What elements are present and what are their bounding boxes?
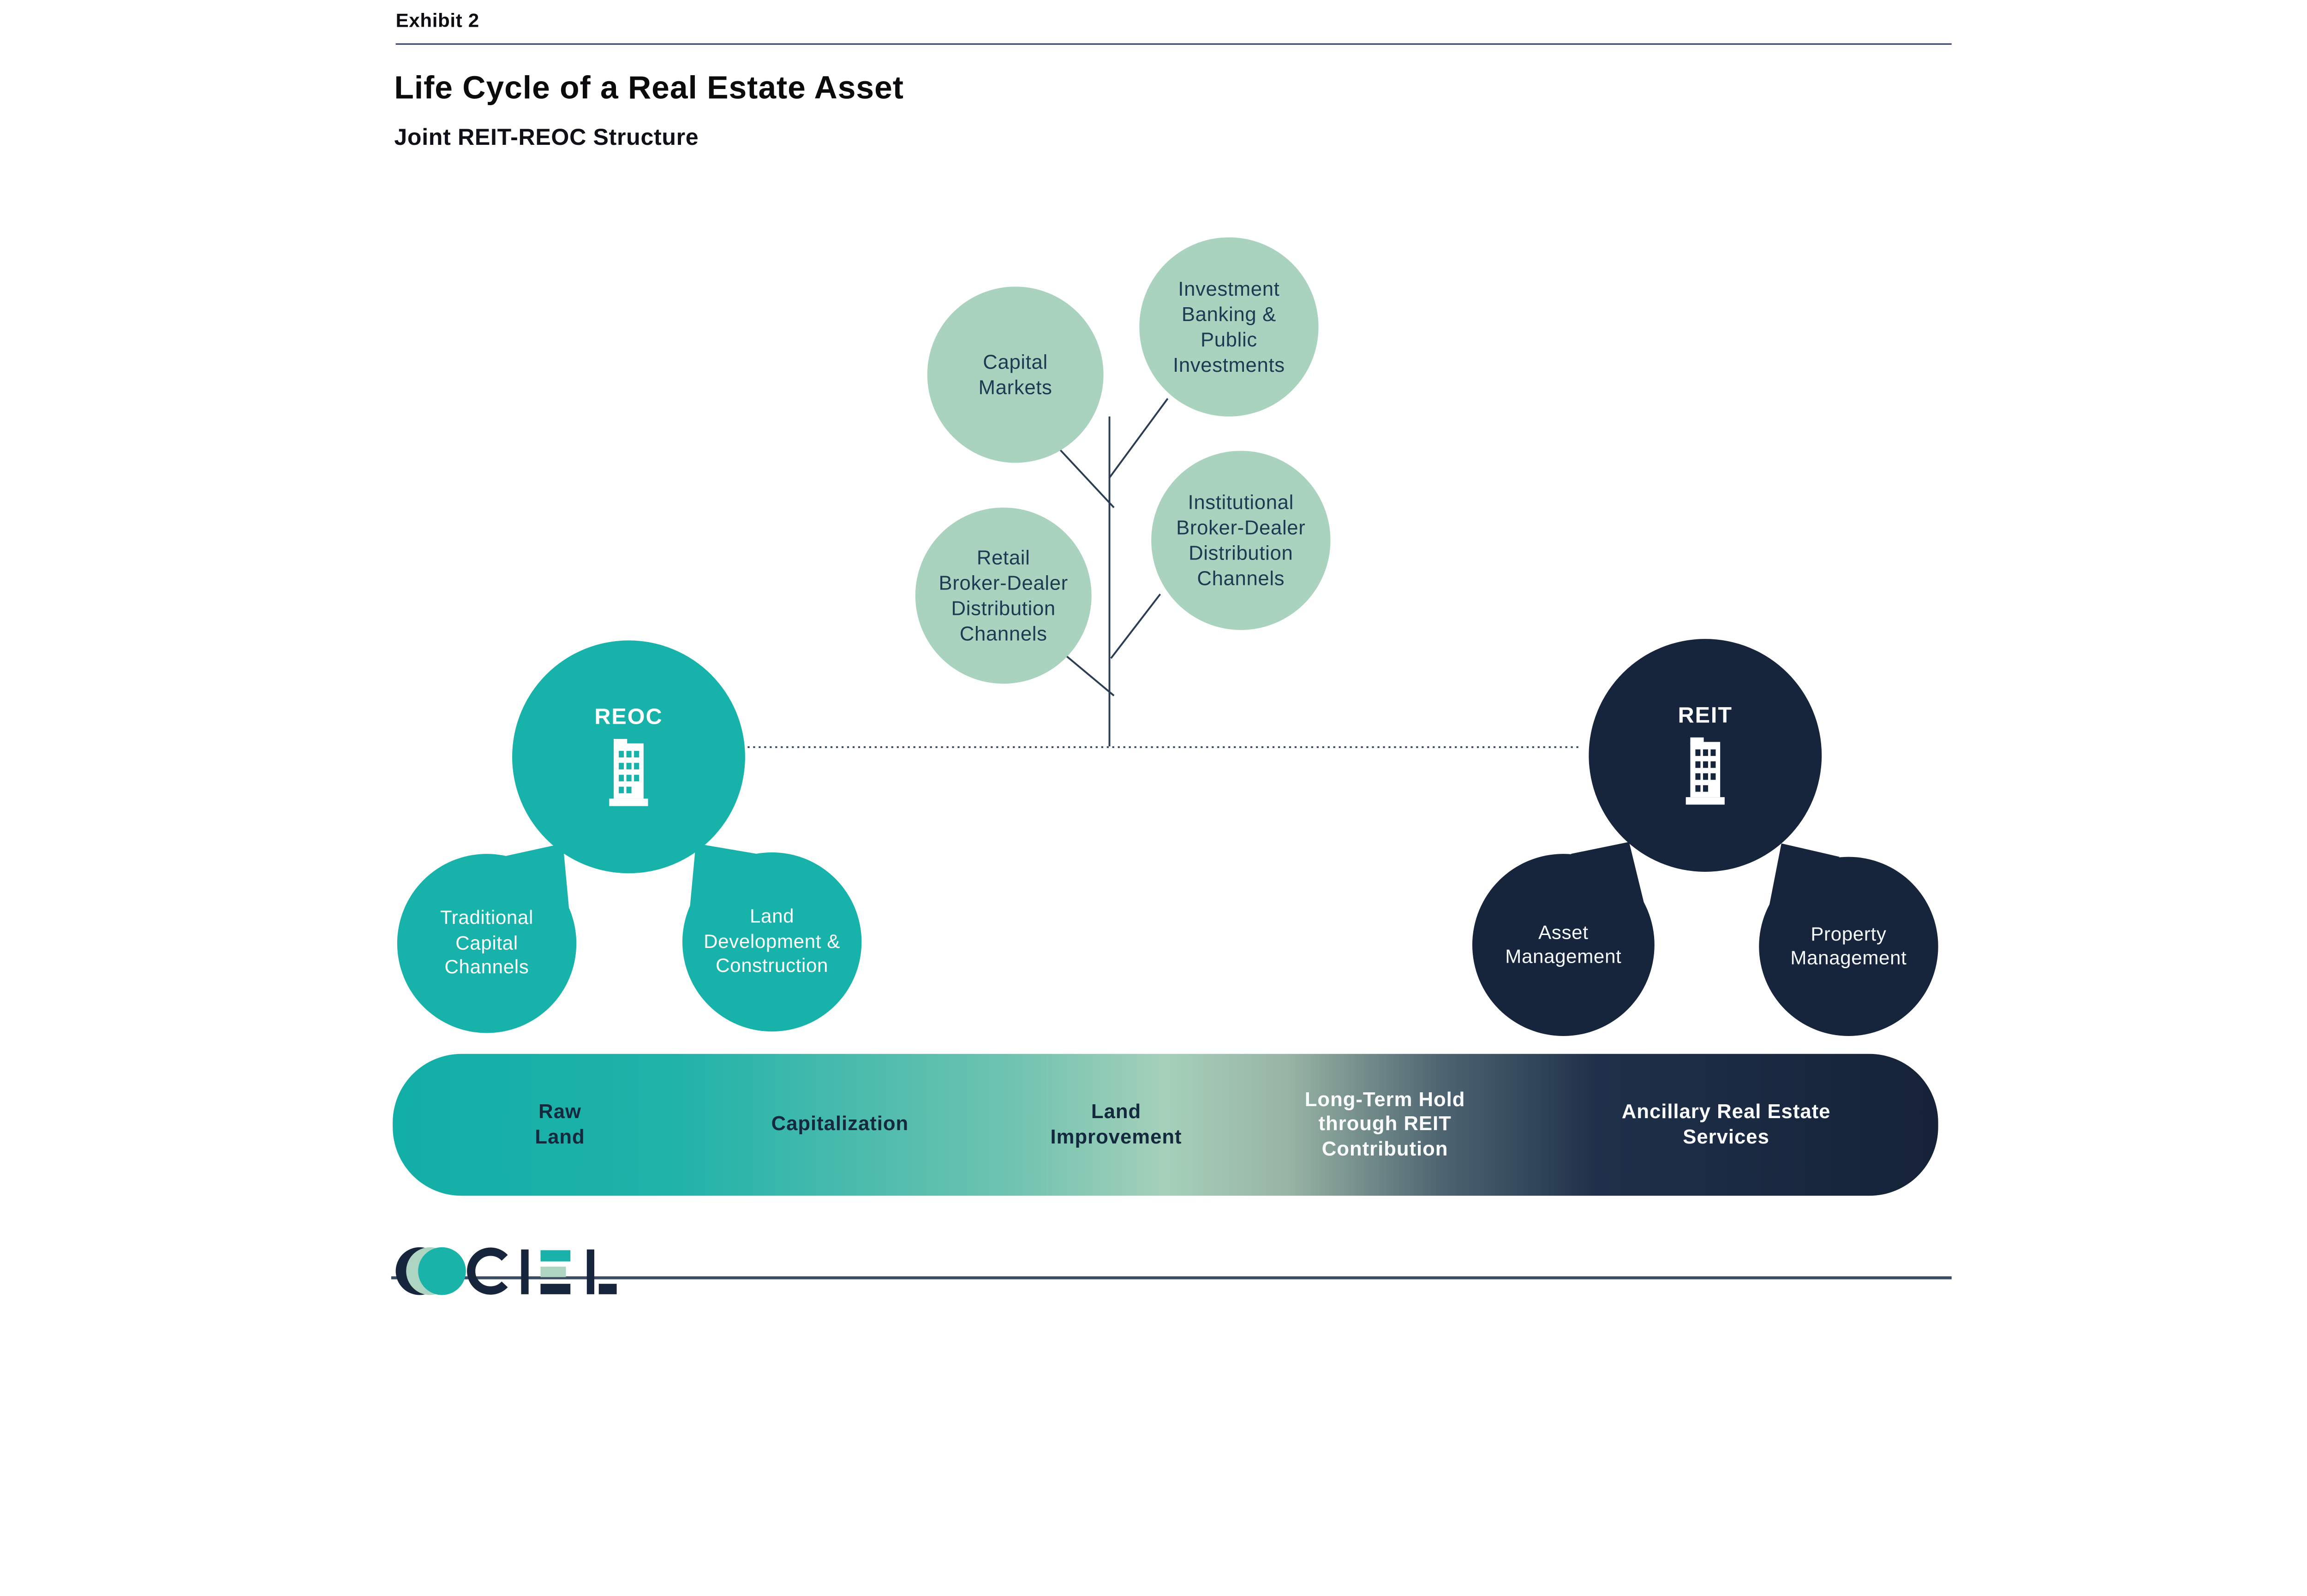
stage-long-term-hold: Long-Term Hold through REIT Contribution xyxy=(1247,1054,1523,1196)
node-line: Markets xyxy=(978,376,1052,399)
stage-line: Services xyxy=(1683,1125,1769,1148)
logo-letter-e-top xyxy=(540,1250,571,1262)
node-line: Public xyxy=(1200,328,1257,351)
node-line: Channels xyxy=(1197,567,1285,590)
node-line: Investment xyxy=(1178,277,1280,300)
node-line: Construction xyxy=(716,954,829,977)
stage-raw-land: Raw Land xyxy=(448,1054,672,1196)
logo-disc-teal xyxy=(418,1247,466,1295)
logo-letter-i xyxy=(521,1249,529,1294)
stage-line: Improvement xyxy=(1050,1125,1182,1148)
page-title: Life Cycle of a Real Estate Asset xyxy=(394,70,904,106)
stage-line: Land xyxy=(1091,1100,1142,1123)
bottom-rule xyxy=(391,1276,1952,1279)
node-line: Management xyxy=(1505,945,1622,968)
node-line: Retail xyxy=(976,546,1030,569)
node-line: Land xyxy=(750,905,795,928)
stage-line: Raw xyxy=(538,1100,581,1123)
ciel-logo xyxy=(395,1247,617,1295)
logo-letter-e-bottom xyxy=(540,1284,571,1294)
node-line: Distribution xyxy=(1189,542,1293,565)
node-line: Banking & xyxy=(1181,303,1276,326)
logo-letter-l-stem xyxy=(586,1249,595,1294)
stage-line: Capitalization xyxy=(771,1112,909,1135)
stage-line: Contribution xyxy=(1321,1137,1448,1160)
node-line: Traditional xyxy=(440,906,533,929)
node-capital-markets: Capital Markets xyxy=(927,286,1104,463)
node-traditional-capital: Traditional Capital Channels xyxy=(397,854,577,1033)
exhibit-label: Exhibit 2 xyxy=(395,9,479,31)
node-line: Channels xyxy=(444,956,529,978)
node-reit: REIT xyxy=(1589,639,1822,872)
stage-land-improvement: Land Improvement xyxy=(993,1054,1239,1196)
node-line: Property xyxy=(1811,922,1887,944)
top-rule xyxy=(395,42,1952,45)
node-investment-banking: Investment Banking & Public Investments xyxy=(1139,237,1319,417)
node-line: Broker-Dealer xyxy=(938,572,1068,595)
stage-line: through REIT xyxy=(1318,1112,1452,1135)
node-asset-management: Asset Management xyxy=(1472,854,1655,1036)
stage-capitalization: Capitalization xyxy=(717,1054,963,1196)
stage-line: Ancillary Real Estate xyxy=(1621,1100,1831,1123)
logo-letter-l-foot xyxy=(598,1284,617,1294)
building-icon xyxy=(609,738,648,806)
exhibit-page: Exhibit 2 Life Cycle of a Real Estate As… xyxy=(391,9,1952,1295)
page-subtitle: Joint REIT-REOC Structure xyxy=(394,125,699,151)
lifecycle-timeline-bar xyxy=(393,1054,1938,1196)
stage-line: Land xyxy=(535,1125,585,1148)
reit-label: REIT xyxy=(1678,703,1733,729)
node-line: Capital xyxy=(983,351,1048,374)
stage-ancillary-services: Ancillary Real Estate Services xyxy=(1556,1054,1896,1196)
node-line: Management xyxy=(1790,946,1907,969)
stage-line: Long-Term Hold xyxy=(1304,1088,1465,1110)
node-line: Asset xyxy=(1538,920,1589,943)
node-line: Institutional xyxy=(1188,491,1294,514)
branch-investment-banking xyxy=(1108,398,1169,478)
node-land-development: Land Development & Construction xyxy=(682,852,862,1032)
logo-letter-c xyxy=(467,1247,508,1295)
node-reoc: REOC xyxy=(512,640,745,874)
logo-letter-e-mid xyxy=(540,1266,566,1277)
node-line: Investments xyxy=(1173,353,1285,376)
reoc-label: REOC xyxy=(594,704,663,730)
node-property-management: Property Management xyxy=(1759,857,1938,1036)
branch-institutional xyxy=(1110,593,1161,659)
branch-capital-markets xyxy=(1052,441,1115,508)
node-line: Development & xyxy=(704,929,841,952)
node-line: Distribution xyxy=(951,597,1056,620)
node-institutional: Institutional Broker-Dealer Distribution… xyxy=(1151,451,1331,630)
node-line: Capital xyxy=(455,931,518,954)
building-icon xyxy=(1685,737,1725,805)
node-line: Broker-Dealer xyxy=(1176,516,1306,539)
node-retail: Retail Broker-Dealer Distribution Channe… xyxy=(915,507,1092,684)
branch-retail xyxy=(1059,650,1115,697)
node-line: Channels xyxy=(959,622,1047,645)
